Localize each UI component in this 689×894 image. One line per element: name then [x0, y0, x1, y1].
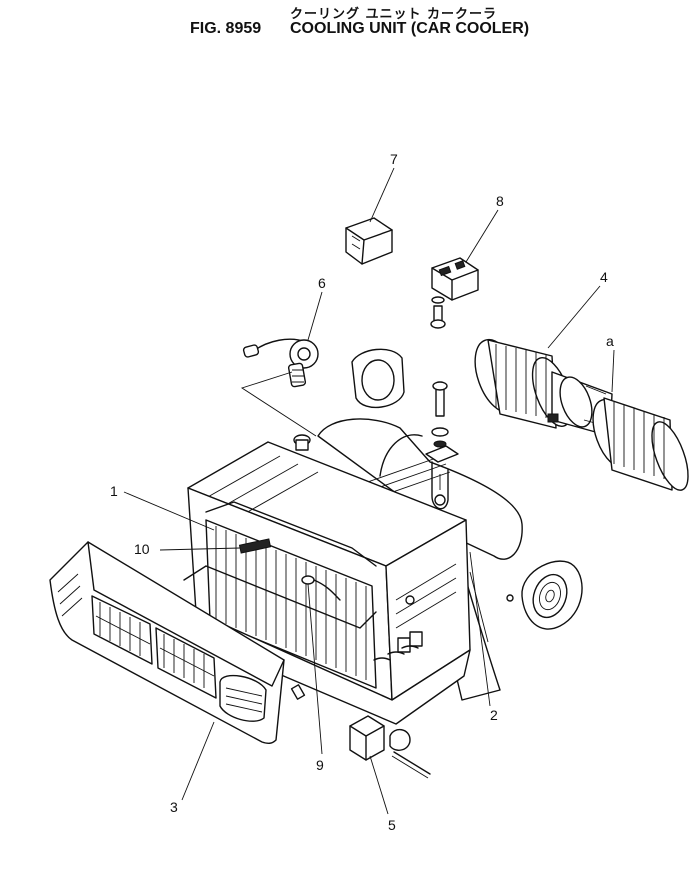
- callout-4: 4: [600, 269, 608, 285]
- callout-labels: 1 2 3 4 5 6 7 8 9 10 a: [110, 151, 614, 833]
- round-louver: [521, 560, 583, 630]
- leader-line-10: [159, 547, 241, 551]
- thermostat-switch: [430, 257, 479, 329]
- callout-1: 1: [110, 483, 118, 499]
- gasket-ring: [351, 348, 405, 409]
- leader-line-1: [123, 491, 215, 531]
- relay-box: [345, 217, 393, 265]
- callout-10: 10: [134, 541, 150, 557]
- unit-case: [183, 434, 514, 725]
- leader-line-6: [307, 291, 323, 341]
- cover-screw: [290, 684, 306, 700]
- callout-3: 3: [170, 799, 178, 815]
- expansion-valve: [242, 338, 319, 388]
- diagram-title-japanese: クーリング ユニット カークーラ: [290, 7, 498, 22]
- front-cover-panel: [49, 541, 285, 745]
- leader-line-2: [469, 551, 491, 707]
- callout-5: 5: [388, 817, 396, 833]
- callout-a: a: [606, 333, 614, 349]
- callout-6: 6: [318, 275, 326, 291]
- callout-8: 8: [496, 193, 504, 209]
- leader-line-3: [181, 721, 215, 801]
- leader-line-7: [369, 167, 395, 223]
- callout-7: 7: [390, 151, 398, 167]
- leader-valve-link: [240, 371, 317, 437]
- figure-number: FIG. 8959: [190, 20, 262, 37]
- leader-lines: [123, 167, 615, 815]
- leader-line-5: [369, 755, 389, 815]
- leader-line-9: [307, 583, 323, 755]
- leader-line-8: [465, 209, 499, 263]
- blower-motor-assembly: [474, 338, 689, 491]
- diagram-title: COOLING UNIT (CAR COOLER): [290, 20, 530, 37]
- callout-9: 9: [316, 757, 324, 773]
- leader-line-a: [611, 349, 615, 393]
- mount-bolt-set: [425, 381, 459, 510]
- callout-2: 2: [490, 707, 498, 723]
- leader-line-4: [547, 285, 601, 349]
- resistor-connector: [349, 715, 431, 779]
- temperature-sensor: [238, 538, 272, 554]
